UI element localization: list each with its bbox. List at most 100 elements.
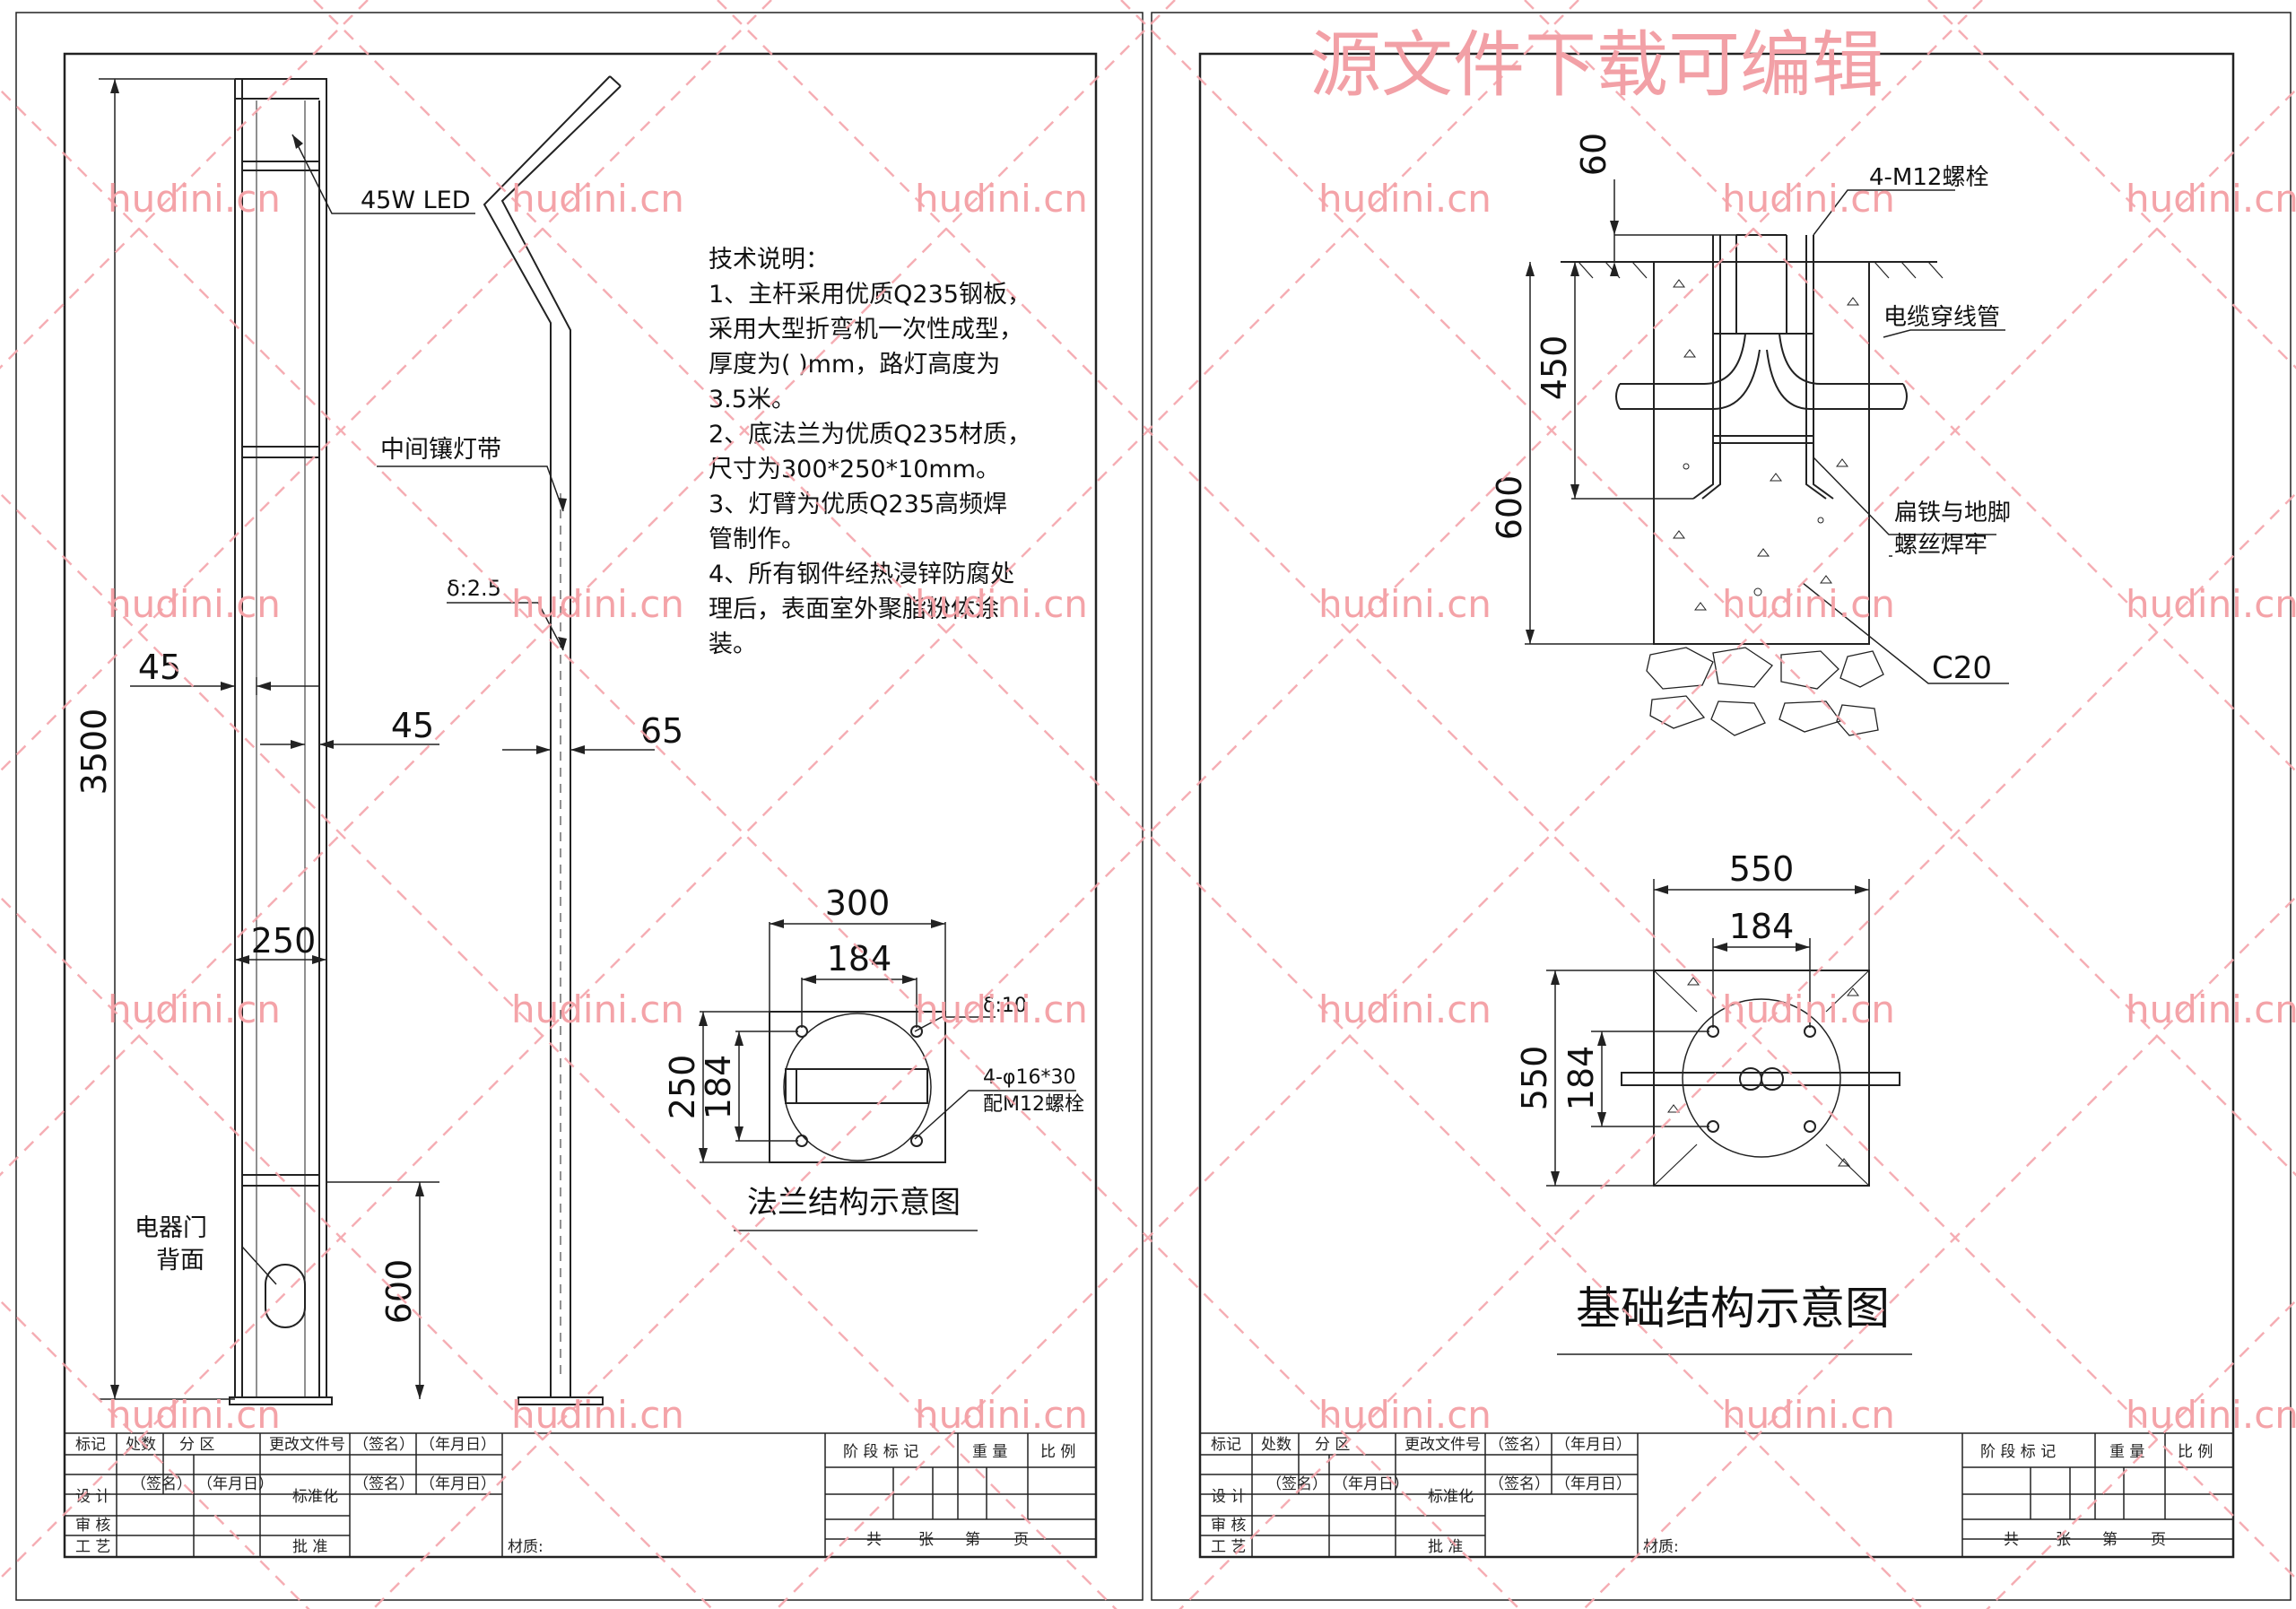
tb-cell: 第	[965, 1531, 980, 1549]
watermark-text: hudini.cn	[108, 582, 281, 626]
tb-cell: （签名）	[353, 1475, 414, 1493]
section-weld-label-2: 螺丝焊牢	[1894, 532, 1987, 559]
tb-cell: 页	[2151, 1531, 2166, 1549]
tb-cell: 分 区	[179, 1436, 214, 1454]
tb-cell: 材质:	[508, 1538, 544, 1556]
tb-cell: （签名）	[131, 1475, 192, 1493]
notes-line: 4、所有钢件经热浸锌防腐处	[709, 561, 1014, 588]
tb-cell: 张	[918, 1531, 934, 1549]
watermark-text: hudini.cn	[1318, 177, 1492, 221]
tb-cell: 比 例	[1040, 1443, 1075, 1461]
foundation-plan-text: 550 184 550 184 基础结构示意图	[1515, 849, 1890, 1335]
watermark-text: hudini.cn	[2126, 177, 2296, 221]
watermark-text: hudini.cn	[2126, 1393, 2296, 1437]
watermark-text: hudini.cn	[2126, 987, 2296, 1031]
tb-cell: （年月日）	[1333, 1475, 1409, 1493]
watermark-text: hudini.cn	[2126, 582, 2296, 626]
tb-cell: （年月日）	[420, 1475, 496, 1493]
foundation-section	[1525, 179, 2009, 736]
plan-dim-550-horizontal: 550	[1729, 849, 1795, 889]
plan-dim-550-vertical: 550	[1515, 1046, 1554, 1111]
label-door-back: 背面	[156, 1247, 204, 1274]
plan-dim-184-vertical: 184	[1561, 1046, 1601, 1111]
tb-cell: （签名）	[1489, 1436, 1550, 1454]
tb-cell: 共	[866, 1531, 882, 1549]
tb-cell: （签名）	[1489, 1475, 1550, 1493]
dim-width-250: 250	[251, 921, 317, 961]
notes-line: 采用大型折弯机一次性成型，	[709, 316, 1023, 344]
tb-cell: 处数	[126, 1436, 156, 1454]
flange-dim-184-vertical: 184	[699, 1055, 738, 1120]
dim-height-3500: 3500	[74, 709, 114, 796]
tb-cell: （年月日）	[1555, 1475, 1631, 1493]
tb-cell: （年月日）	[1555, 1436, 1631, 1454]
watermark-text: hudini.cn	[1318, 987, 1492, 1031]
left-dimension-arrows	[110, 79, 585, 1399]
tb-cell: （签名）	[1266, 1475, 1327, 1493]
label-wall-thickness: δ:2.5	[447, 576, 501, 601]
tb-cell: 重 量	[972, 1443, 1007, 1461]
notes-line: 装。	[709, 631, 757, 658]
tb-cell: 审 核	[1211, 1517, 1246, 1535]
notes-line: 管制作。	[709, 526, 805, 553]
notes-line: 3、灯臂为优质Q235高频焊	[709, 491, 1007, 518]
tb-cell: 分 区	[1315, 1436, 1350, 1454]
tb-cell: 比 例	[2178, 1443, 2213, 1461]
watermark-text: hudini.cn	[1722, 1393, 1895, 1437]
dim-width-65: 65	[640, 711, 683, 751]
section-bolts-label: 4-M12螺栓	[1869, 164, 1988, 191]
watermark-text: hudini.cn	[915, 1393, 1088, 1437]
left-sheet-frame	[15, 12, 1144, 1601]
tb-cell: （签名）	[353, 1436, 414, 1454]
watermark-text: hudini.cn	[108, 987, 281, 1031]
watermark-labels: hudini.cn hudini.cn hudini.cn hudini.cn …	[108, 23, 2296, 1437]
watermark-text: hudini.cn	[1722, 987, 1895, 1031]
section-dim-60: 60	[1574, 133, 1613, 176]
flange-dim-184-horizontal: 184	[827, 939, 892, 978]
notes-line: 理后，表面室外聚脂粉体涂	[709, 596, 999, 623]
dim-height-600: 600	[379, 1259, 419, 1325]
flange-thickness: δ:10	[983, 995, 1027, 1017]
section-conduit-label: 电缆穿线管	[1883, 304, 2000, 331]
watermark-text: hudini.cn	[1318, 1393, 1492, 1437]
tb-cell: 重 量	[2109, 1443, 2144, 1461]
tb-cell: 标准化	[292, 1488, 338, 1506]
tb-cell: 标记	[1211, 1436, 1241, 1454]
tb-cell: 审 核	[75, 1517, 110, 1535]
foundation-arrows	[1526, 221, 1619, 644]
watermark-text: hudini.cn	[1318, 582, 1492, 626]
tb-cell: 材质:	[1643, 1538, 1679, 1556]
section-dim-600: 600	[1490, 475, 1529, 541]
title-block-left	[64, 1432, 1097, 1558]
watermark-text: hudini.cn	[511, 1393, 684, 1437]
tb-cell: 处数	[1261, 1436, 1292, 1454]
title-block-right-text: 标记 处数 分 区 更改文件号 （签名） （年月日） 设 计 （签名） （年月日…	[1211, 1436, 2213, 1556]
tb-cell: 标记	[75, 1436, 106, 1454]
pole-side-elevation	[483, 75, 622, 1405]
tb-cell: 批 准	[1428, 1538, 1463, 1556]
foundation-section-text: 60 450 600 4-M12螺栓 电缆穿线管 扁铁与地脚 螺丝焊牢 C20	[1490, 133, 2011, 686]
left-dimension-text: 3500 45 45 250 600 65 45W LED 中间镶灯带 δ:2.…	[74, 187, 683, 1324]
section-concrete-label: C20	[1932, 650, 1992, 686]
flange-title: 法兰结构示意图	[747, 1185, 961, 1221]
label-middle-strip: 中间镶灯带	[380, 436, 501, 464]
flange-diagram	[700, 922, 1076, 1231]
watermark-text: hudini.cn	[511, 987, 684, 1031]
dim-width-45-right: 45	[391, 706, 434, 745]
technical-notes: 技术说明： 1、主杆采用优质Q235钢板， 采用大型折弯机一次性成型， 厚度为(…	[709, 246, 1031, 658]
tb-cell: 阶 段 标 记	[1980, 1443, 2056, 1461]
left-dimension-lines	[99, 78, 655, 1400]
tb-cell: 更改文件号	[269, 1436, 345, 1454]
plan-dim-184-horizontal: 184	[1729, 907, 1795, 946]
foundation-plan	[1546, 879, 1912, 1355]
notes-line: 尺寸为300*250*10mm。	[709, 456, 1000, 483]
tb-cell: （年月日）	[197, 1475, 274, 1493]
flange-dim-250: 250	[663, 1055, 702, 1120]
title-block-left-text: 标记 处数 分 区 更改文件号 （签名） （年月日） 设 计 （签名） （年月日…	[75, 1436, 1075, 1556]
tb-cell: 共	[2004, 1531, 2019, 1549]
watermark-text: hudini.cn	[915, 987, 1088, 1031]
tb-cell: 第	[2102, 1531, 2118, 1549]
tb-cell: 标准化	[1428, 1488, 1474, 1506]
watermark-text: hudini.cn	[108, 1393, 281, 1437]
